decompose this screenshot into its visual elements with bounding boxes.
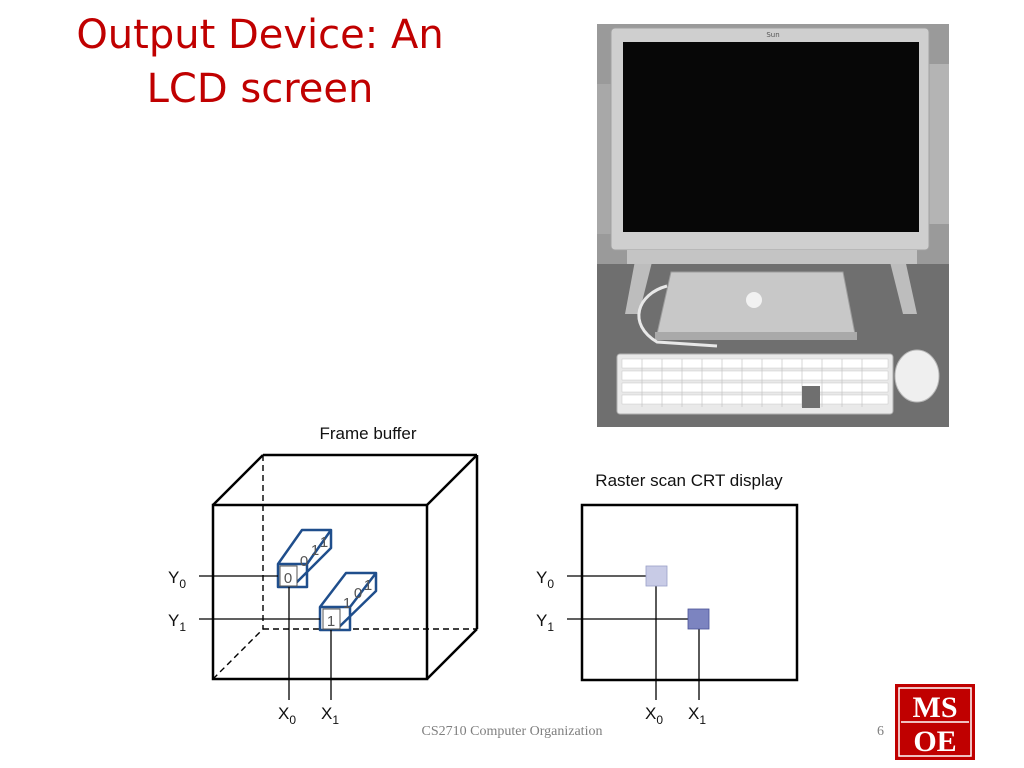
disp-y0-label: Y0 <box>536 568 554 591</box>
lcd-monitor-photo: Sun <box>597 24 949 427</box>
bit-row0-2: 1 <box>311 542 319 559</box>
msoe-logo-line-2: OE <box>913 725 956 758</box>
raster-display-label: Raster scan CRT display <box>595 471 783 490</box>
bit-stack-row-0: 0 0 1 1 <box>276 528 333 589</box>
msoe-logo: MS OE <box>895 684 975 760</box>
mouse <box>894 349 940 403</box>
bit-stack-row-1: 1 1 0 1 <box>318 571 378 632</box>
bit-row0-3: 1 <box>320 534 328 551</box>
display-pixel-1 <box>687 608 710 630</box>
keyboard <box>616 353 894 415</box>
bit-row0-1: 0 <box>300 553 308 570</box>
bit-row1-1: 1 <box>343 595 351 612</box>
display-pixel-0 <box>645 565 668 587</box>
disp-x0-label: X0 <box>645 704 663 727</box>
slide-title: Output Device: An LCD screen <box>40 8 480 116</box>
disp-x1-label: X1 <box>688 704 706 727</box>
disp-y1-label: Y1 <box>536 611 554 634</box>
fb-y1-label: Y1 <box>168 611 186 634</box>
display-pointer-lines <box>567 575 700 700</box>
slide-title-line-1: Output Device: An <box>76 12 444 58</box>
frame-buffer-label: Frame buffer <box>319 424 416 443</box>
bit-row1-0: 1 <box>327 613 335 630</box>
fb-x1-label: X1 <box>321 704 339 727</box>
slide-footer: CS2710 Computer Organization <box>421 724 603 739</box>
monitor-screen <box>623 42 919 232</box>
bit-row1-3: 1 <box>364 577 372 594</box>
frame-buffer-pointer-lines <box>199 575 332 700</box>
raster-display-screen <box>580 503 799 682</box>
slide-number: 6 <box>877 724 884 739</box>
msoe-logo-line-1: MS <box>913 691 958 724</box>
fb-x0-label: X0 <box>278 704 296 727</box>
apple-logo-icon <box>746 292 762 308</box>
fb-y0-label: Y0 <box>168 568 186 591</box>
bit-row1-2: 0 <box>354 585 362 602</box>
slide-title-line-2: LCD screen <box>146 66 374 112</box>
monitor-brand-logo: Sun <box>766 31 779 39</box>
frame-buffer-cube <box>211 453 479 681</box>
bit-row0-0: 0 <box>284 570 292 587</box>
